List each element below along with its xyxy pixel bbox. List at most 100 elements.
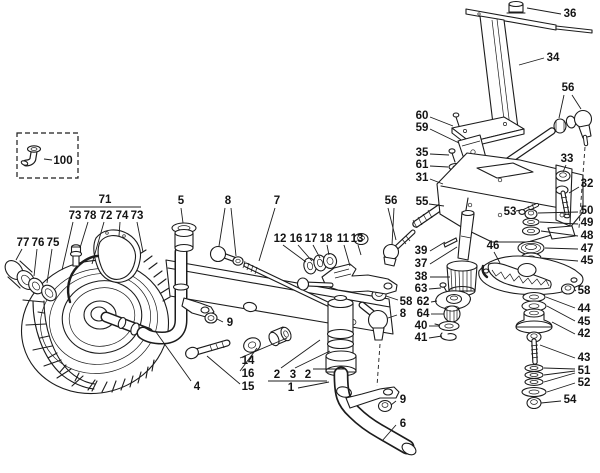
stack-44-45-42 — [515, 291, 553, 334]
part-label-13-45: 13 — [351, 233, 364, 245]
nut-58-right — [560, 283, 576, 295]
nut-18 — [322, 253, 338, 269]
dashed-line — [376, 343, 381, 387]
leader-line — [294, 350, 331, 369]
part-label-42-35: 42 — [578, 328, 591, 340]
leader-line — [518, 57, 545, 66]
leader-line — [312, 244, 321, 259]
fender-loop-74 — [93, 229, 142, 283]
leader-line — [429, 128, 460, 144]
nut-9-left — [204, 312, 218, 324]
leader-line — [571, 94, 582, 110]
roll-pin-39 — [443, 237, 458, 248]
front-wheel — [20, 249, 171, 395]
leader-line — [543, 367, 576, 370]
leader-line — [545, 296, 576, 309]
washer-44 — [522, 291, 546, 303]
part-label-41-55: 41 — [415, 332, 428, 344]
leader-line — [43, 158, 53, 161]
part-label-76-11: 76 — [32, 237, 45, 249]
leader-line — [15, 248, 23, 261]
part-label-35-18: 35 — [416, 147, 429, 159]
part-label-34-14: 34 — [547, 52, 560, 64]
leader-line — [61, 221, 74, 271]
ball-joint-8-left — [209, 245, 244, 266]
part-label-46-31: 46 — [487, 240, 500, 252]
leader-line — [387, 314, 398, 319]
part-label-75-12: 75 — [47, 237, 60, 249]
screw-35 — [448, 148, 456, 163]
leader-line — [180, 207, 184, 224]
leader-line — [558, 94, 565, 119]
nut-54 — [526, 396, 542, 410]
part-label-51-37: 51 — [578, 365, 591, 377]
leader-line — [357, 244, 362, 256]
leader-line — [539, 344, 576, 359]
part-label-40-54: 40 — [415, 320, 428, 332]
part-label-11-44: 11 — [337, 233, 350, 245]
ball-joint-56-right — [553, 109, 593, 147]
leader-line — [429, 246, 458, 265]
part-label-9-65: 9 — [400, 394, 406, 406]
right-spindle-2-3 — [325, 294, 417, 456]
part-label-16-41: 16 — [290, 233, 303, 245]
part-label-100-0: 100 — [53, 155, 72, 167]
bushing-13 — [353, 232, 369, 246]
part-label-39-46: 39 — [415, 245, 428, 257]
part-label-77-10: 77 — [17, 237, 30, 249]
leader-line — [428, 335, 443, 339]
leader-line — [230, 207, 237, 257]
jam-nut — [232, 256, 244, 266]
part-label-56-23: 56 — [385, 195, 398, 207]
leader-line — [258, 207, 276, 262]
axle-beam-1 — [165, 259, 394, 335]
part-label-38-48: 38 — [415, 271, 428, 283]
hub-42 — [515, 308, 553, 334]
part-100-fitting — [20, 145, 42, 167]
leader-line — [541, 257, 579, 262]
leader-line — [543, 372, 576, 383]
part-label-60-16: 60 — [416, 110, 429, 122]
bolt-12 — [296, 277, 334, 291]
part-label-43-36: 43 — [578, 352, 591, 364]
ball-joint-8-right — [358, 301, 389, 341]
part-label-45-30: 45 — [581, 255, 594, 267]
leader-line — [562, 164, 567, 173]
bolt-32 — [555, 185, 571, 219]
leader-line — [390, 400, 397, 406]
part-label-1-64: 1 — [288, 382, 295, 394]
part-label-2-63: 2 — [305, 369, 311, 381]
tie-rod-7 — [242, 260, 339, 311]
ring-75 — [41, 284, 57, 302]
part-label-8-8: 8 — [225, 195, 232, 207]
pinion-gear-38 — [446, 260, 478, 297]
part-label-33-21: 33 — [561, 153, 574, 165]
washers-51 — [524, 364, 544, 386]
leader-line — [540, 400, 562, 404]
steering-wheel — [465, 0, 593, 34]
leader-line — [546, 382, 576, 393]
part-label-6-66: 6 — [400, 418, 406, 430]
leader-line — [136, 221, 144, 253]
part-label-52-38: 52 — [578, 377, 591, 389]
leader-line — [297, 381, 330, 389]
leader-line — [326, 244, 330, 256]
part-label-32-22: 32 — [581, 178, 594, 190]
part-label-61-19: 61 — [416, 159, 429, 171]
part-label-53-25: 53 — [504, 206, 517, 218]
nut-33 — [555, 170, 571, 182]
leader-line — [546, 305, 576, 322]
leader-line — [155, 331, 192, 382]
part-label-74-5: 74 — [116, 210, 129, 222]
part-label-17-42: 17 — [305, 233, 318, 245]
part-label-62-50: 62 — [417, 296, 430, 308]
leader-line — [544, 247, 579, 250]
clip-41 — [440, 332, 457, 341]
washer-16-lower — [243, 337, 261, 353]
part-label-49-27: 49 — [581, 217, 594, 229]
leader-line — [526, 7, 562, 15]
part-label-9-56: 9 — [227, 317, 233, 329]
part-label-4-60: 4 — [194, 381, 201, 393]
